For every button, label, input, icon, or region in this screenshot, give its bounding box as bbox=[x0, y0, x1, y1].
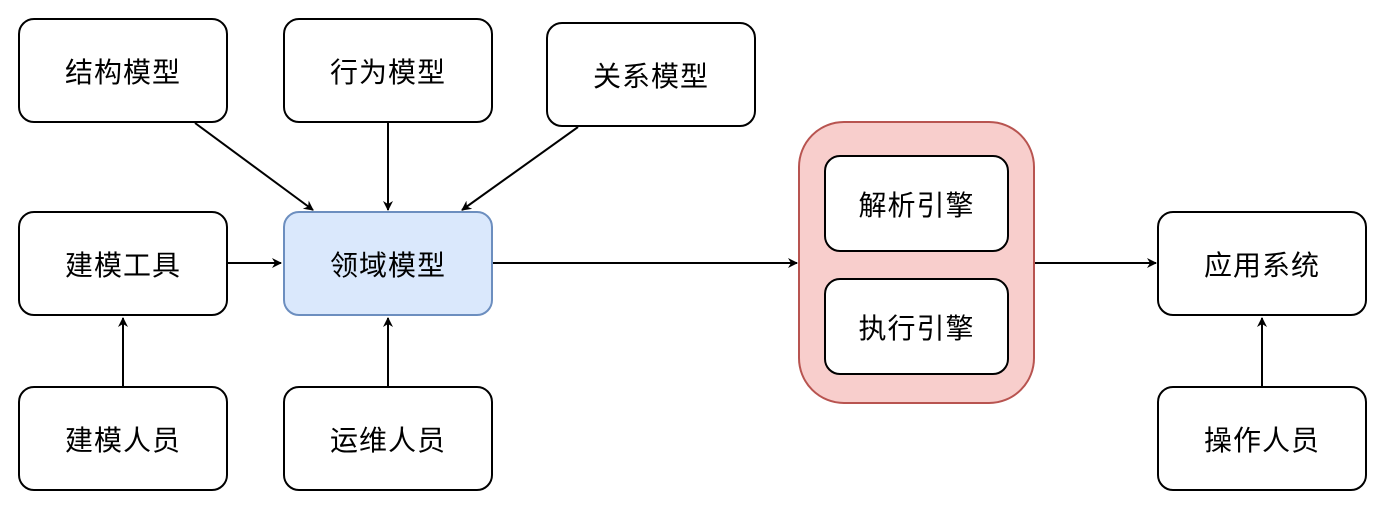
operator-node: 操作人员 bbox=[1157, 386, 1367, 491]
domain-model-node: 领域模型 bbox=[283, 211, 493, 316]
arrow-structure-to-domain bbox=[194, 122, 314, 211]
structure-model-node: 结构模型 bbox=[18, 18, 228, 123]
parse-engine-node: 解析引擎 bbox=[824, 155, 1009, 252]
exec-engine-node: 执行引擎 bbox=[824, 278, 1009, 375]
behavior-model-node: 行为模型 bbox=[283, 18, 493, 123]
modeler-node: 建模人员 bbox=[18, 386, 228, 491]
ops-staff-node: 运维人员 bbox=[283, 386, 493, 491]
arrow-relation-to-domain bbox=[461, 126, 579, 211]
relation-model-node: 关系模型 bbox=[546, 22, 756, 127]
modeling-tool-node: 建模工具 bbox=[18, 211, 228, 316]
app-system-node: 应用系统 bbox=[1157, 211, 1367, 316]
